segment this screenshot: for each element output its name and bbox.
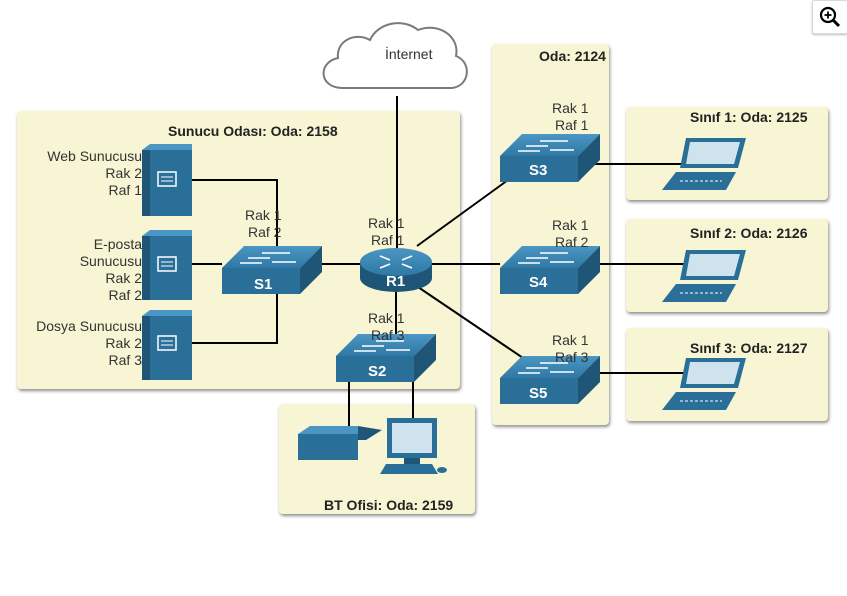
web-server-label: Web Sunucusu Rak 2 Raf 1: [47, 148, 142, 199]
desktop-pc-icon: [380, 418, 447, 474]
s5-rack: Rak 1: [552, 332, 589, 348]
s1-name: S1: [254, 276, 273, 293]
r1-location: Rak 1 Raf 1: [368, 215, 405, 249]
r1-rack: Rak 1: [368, 215, 405, 231]
links: [192, 96, 690, 426]
email-server-name-1: E-posta: [93, 236, 142, 252]
email-server-rack: Rak 2: [105, 270, 142, 286]
internet-cloud-icon: [322, 22, 468, 89]
s3-location: Rak 1 Raf 1: [552, 100, 589, 134]
switch-s3-icon: [500, 134, 600, 182]
link-web-s1: [192, 179, 278, 246]
laptop-pc3-icon: [662, 358, 746, 410]
file-server-name: Dosya Sunucusu: [36, 318, 142, 334]
s1-rack: Rak 1: [245, 207, 282, 223]
r1-name: R1: [386, 273, 406, 290]
s2-rack: Rak 1: [368, 310, 405, 326]
file-server-icon: [142, 310, 192, 380]
printer-icon: [298, 426, 382, 460]
s3-name: S3: [529, 162, 548, 179]
zone-server-room-title: Sunucu Odası: Oda: 2158: [168, 123, 338, 139]
s1-shelf: Raf 2: [248, 224, 282, 240]
zone-room-2124-title: Oda: 2124: [539, 48, 606, 64]
s4-shelf: Raf 2: [555, 234, 589, 250]
zone-class2-title: Sınıf 2: Oda: 2126: [690, 225, 808, 241]
web-server-shelf: Raf 1: [108, 182, 142, 198]
web-server-icon: [142, 144, 192, 216]
s5-name: S5: [529, 385, 548, 402]
link-r1-s3: [416, 179, 509, 247]
s2-shelf: Raf 3: [371, 327, 405, 343]
switch-s4-icon: [500, 246, 600, 294]
link-file-s1: [192, 293, 278, 344]
zoom-in-button[interactable]: [812, 0, 847, 34]
email-server-icon: [142, 230, 192, 300]
email-server-name-2: Sunucusu: [79, 253, 142, 269]
email-server-label: E-posta Sunucusu Rak 2 Raf 2: [80, 236, 142, 304]
web-server-name: Web Sunucusu: [47, 148, 142, 164]
email-server-shelf: Raf 2: [108, 287, 142, 303]
zone-class1-title: Sınıf 1: Oda: 2125: [690, 109, 808, 125]
zoom-in-icon: [819, 6, 841, 28]
laptop-pc2-icon: [662, 250, 746, 302]
r1-shelf: Raf 1: [371, 232, 405, 248]
zone-it-office-title: BT Ofisi: Oda: 2159: [324, 497, 454, 513]
file-server-label: Dosya Sunucusu Rak 2 Raf 3: [36, 318, 142, 369]
switch-s5-icon: [500, 356, 600, 404]
s1-location: Rak 1 Raf 2: [245, 207, 282, 241]
switch-s2-icon: [336, 334, 436, 382]
link-r1-s5: [417, 286, 527, 361]
file-server-shelf: Raf 3: [108, 352, 142, 368]
s2-name: S2: [368, 363, 387, 380]
router-r1-icon: [360, 248, 432, 292]
s4-location: Rak 1 Raf 2: [552, 217, 589, 251]
s4-name: S4: [529, 274, 548, 291]
web-server-rack: Rak 2: [105, 165, 142, 181]
file-server-rack: Rak 2: [105, 335, 142, 351]
s4-rack: Rak 1: [552, 217, 589, 233]
s3-shelf: Raf 1: [555, 117, 589, 133]
s3-rack: Rak 1: [552, 100, 589, 116]
s5-shelf: Raf 3: [555, 349, 589, 365]
internet-label: İnternet: [385, 46, 433, 62]
laptop-pc1-icon: [662, 138, 746, 190]
s5-location: Rak 1 Raf 3: [552, 332, 589, 366]
zone-class3-title: Sınıf 3: Oda: 2127: [690, 340, 808, 356]
s2-location: Rak 1 Raf 3: [368, 310, 405, 344]
switch-s1-icon: [222, 246, 322, 294]
